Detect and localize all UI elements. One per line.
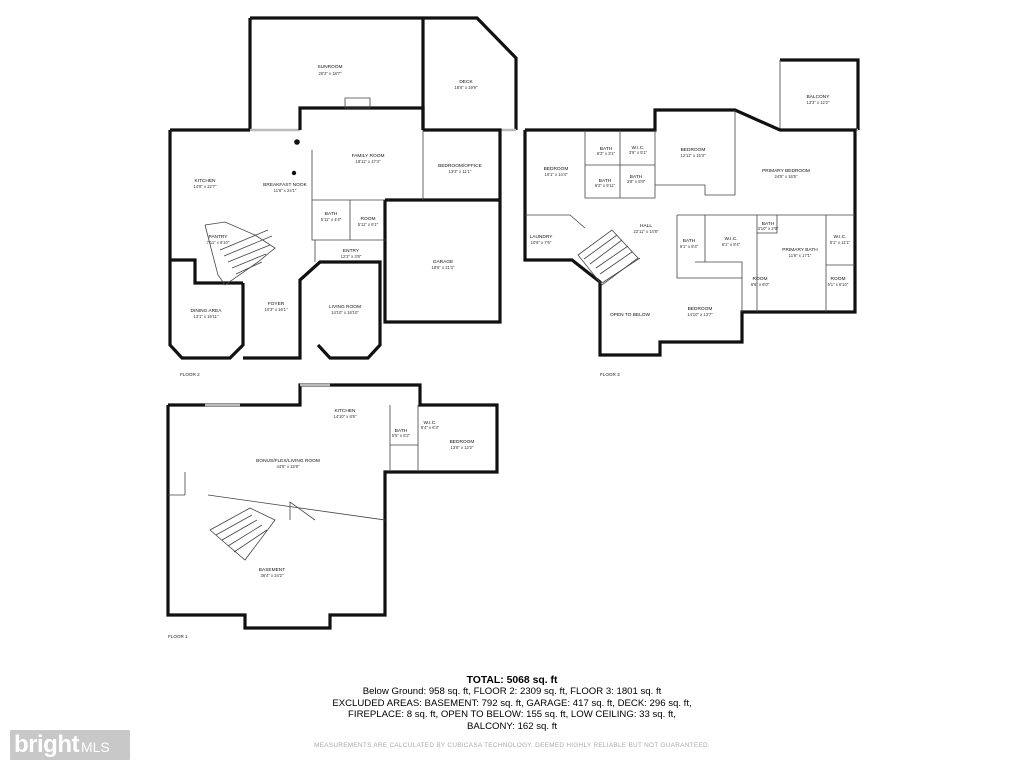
area-totals: TOTAL: 5068 sq. ft Below Ground: 958 sq.… [262, 675, 762, 732]
bonus-living-name: BONUS/FLEX/LIVING ROOM [256, 458, 320, 464]
bath3-f3-dim: 3'8" x 5'9" [627, 179, 646, 184]
sunroom-name: SUNROOM [317, 64, 342, 70]
floor-1-label: FLOOR 1 [168, 634, 188, 639]
primary-bedroom-name: PRIMARY BEDROOM [762, 168, 810, 174]
wic3-f3-dim: 5'1" x 11'1" [830, 240, 851, 245]
primary-bedroom-dim: 24'5" x 16'5" [775, 174, 798, 179]
bedroom2-f3-dim: 12'11" x 15'3" [681, 153, 706, 158]
bedroom-f1-name: BEDROOM [450, 439, 475, 445]
wic-f1-name: W.I.C. [423, 420, 436, 426]
bedroom3-f3-name: BEDROOM [688, 306, 713, 312]
deck-dim: 16'6" x 19'9" [455, 85, 478, 90]
deck-name: DECK [459, 79, 473, 85]
dining-dim: 13'1" x 16'11" [194, 314, 219, 319]
open-below-name: OPEN TO BELOW [610, 312, 651, 318]
basement-name: BASEMENT [259, 567, 285, 573]
dining-name: DINING AREA [191, 308, 223, 314]
entry-name: ENTRY [343, 248, 360, 254]
laundry-dim: 10'6" x 7'6" [531, 240, 552, 245]
bedroom3-f3-dim: 14'10" x 13'7" [687, 312, 713, 317]
bath3-f3-name: BATH [630, 174, 643, 180]
logo-suffix: MLS [80, 739, 110, 755]
wic1-f3-name: W.I.C. [631, 145, 644, 151]
disclaimer: MEASUREMENTS ARE CALCULATED BY CUBICASA … [314, 742, 710, 749]
balcony-dim: 13'3" x 12'2" [807, 100, 830, 105]
wic2-f3-dim: 6'1" x 8'4" [722, 242, 741, 247]
totals-line-2: EXCLUDED AREAS: BASEMENT: 792 sq. ft, GA… [332, 697, 692, 709]
wic2-f3-name: W.I.C. [724, 236, 737, 242]
bedroom1-f3-dim: 10'1" x 14'4" [545, 172, 568, 177]
total-area: TOTAL: 5068 sq. ft [466, 675, 558, 686]
primary-bath-dim: 11'6" x 17'1" [789, 253, 812, 258]
logo-brand: bright [14, 731, 79, 758]
bedroom-office-dim: 13'3" x 11'1" [449, 169, 472, 174]
bath-f2-name: BATH [325, 211, 338, 217]
hall-dim: 22'11" x 14'8" [634, 229, 659, 234]
bath4-f3-dim: 6'1" x 8'4" [680, 244, 699, 249]
floor-3-plan [523, 58, 860, 357]
bedroom1-f3-name: BEDROOM [544, 166, 569, 172]
bath5-f3-name: BATH [762, 221, 775, 227]
wic3-f3-name: W.I.C. [833, 234, 846, 240]
pantry-name: PANTRY [208, 234, 228, 240]
totals-line-4: BALCONY: 162 sq. ft [466, 720, 558, 732]
wic1-f3-dim: 3'6" x 5'1" [629, 150, 648, 155]
foyer-name: FOYER [268, 301, 285, 307]
room2-f3-dim: 5'1" x 6'10" [828, 282, 849, 287]
bath-f1-dim: 5'5" x 6'2" [392, 433, 411, 438]
totals-line-1: Below Ground: 958 sq. ft, FLOOR 2: 2309 … [362, 686, 662, 698]
laundry-name: LAUNDRY [530, 234, 554, 240]
bedroom2-f3-name: BEDROOM [681, 147, 706, 153]
garage-name: GARAGE [433, 259, 454, 265]
floor-3-label: FLOOR 3 [600, 372, 620, 377]
breakfast-dim: 11'6" x 24'1" [274, 188, 297, 193]
hall-name: HALL [640, 223, 652, 229]
room2-f3-name: ROOM [831, 276, 846, 282]
floor-2-plan [168, 16, 518, 360]
bedroom-f1-dim: 13'8" x 12'2" [451, 445, 474, 450]
balcony-name: BALCONY [807, 94, 831, 100]
basement-dim: 36'4" x 24'2" [261, 573, 284, 578]
living-dim: 14'10" x 16'10" [331, 310, 359, 315]
bath2-f3-dim: 6'2" x 6'11" [595, 183, 616, 188]
family-room-name: FAMILY ROOM [352, 153, 385, 159]
bath1-f3-name: BATH [600, 146, 613, 152]
floor-1-plan [166, 383, 499, 630]
bath1-f3-dim: 6'3" x 3'1" [597, 151, 616, 156]
foyer-dim: 10'3" x 16'1" [265, 307, 288, 312]
sunroom-dim: 20'3" x 18'7" [319, 71, 342, 76]
floor-2-label: FLOOR 2 [180, 372, 200, 377]
bonus-living-dim: 44'8" x 15'9" [277, 464, 300, 469]
primary-bath-name: PRIMARY BATH [782, 247, 818, 253]
room1-f3-dim: 6'6" x 6'0" [751, 282, 770, 287]
room-f2-name: ROOM [361, 216, 376, 222]
bath5-f3-dim: 3'10" x 2'9" [758, 226, 779, 231]
garage-dim: 18'6" x 21'3" [432, 265, 455, 270]
kitchen-f1-dim: 14'10" x 8'6" [334, 414, 357, 419]
bath4-f3-name: BATH [683, 238, 696, 244]
breakfast-name: BREAKFAST NOOK [263, 182, 307, 188]
pantry-dim: 7'11" x 6'10" [207, 240, 230, 245]
totals-line-3: FIREPLACE: 8 sq. ft, OPEN TO BELOW: 155 … [348, 709, 676, 721]
bedroom-office-name: BEDROOM/OFFICE [438, 163, 482, 169]
bath2-f3-name: BATH [599, 178, 612, 184]
bath-f2-dim: 5'11" x 4'4" [321, 217, 342, 222]
bath-f1-name: BATH [395, 428, 408, 434]
bright-mls-logo: bright MLS [10, 730, 130, 760]
family-room-dim: 18'11" x 17'4" [356, 159, 381, 164]
room1-f3-name: ROOM [753, 276, 768, 282]
kitchen-f2-dim: 14'8" x 22'7" [194, 184, 217, 189]
wic-f1-dim: 5'4" x 6'3" [421, 425, 440, 430]
kitchen-f2-name: KITCHEN [194, 178, 216, 184]
kitchen-f1-name: KITCHEN [334, 408, 356, 414]
room-f2-dim: 5'11" x 6'1" [358, 222, 379, 227]
living-name: LIVING ROOM [329, 304, 361, 310]
entry-dim: 12'3" x 3'8" [341, 254, 362, 259]
